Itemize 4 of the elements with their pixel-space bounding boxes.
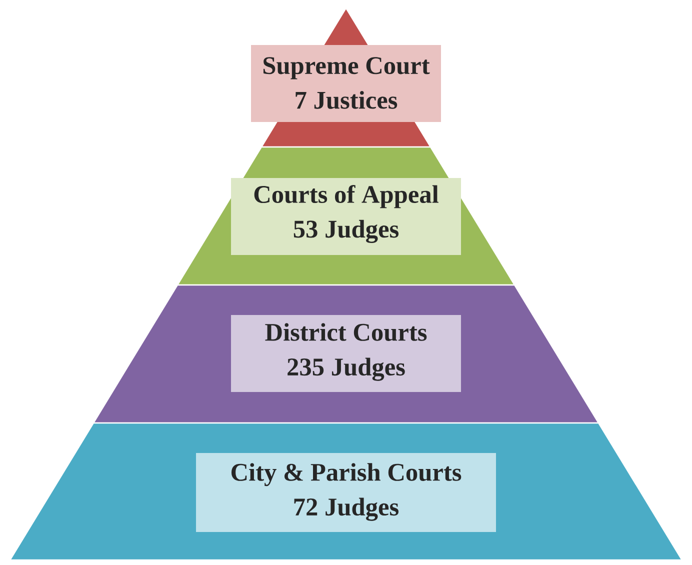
tier-label: Supreme Court 7 Justices — [264, 57, 430, 109]
tier-label: District Courts 235 Judges — [265, 323, 427, 381]
tier-label: Courts of Appeal 53 Judges — [254, 184, 438, 244]
tier-label: City & Parish Courts 72 Judges — [232, 463, 462, 521]
